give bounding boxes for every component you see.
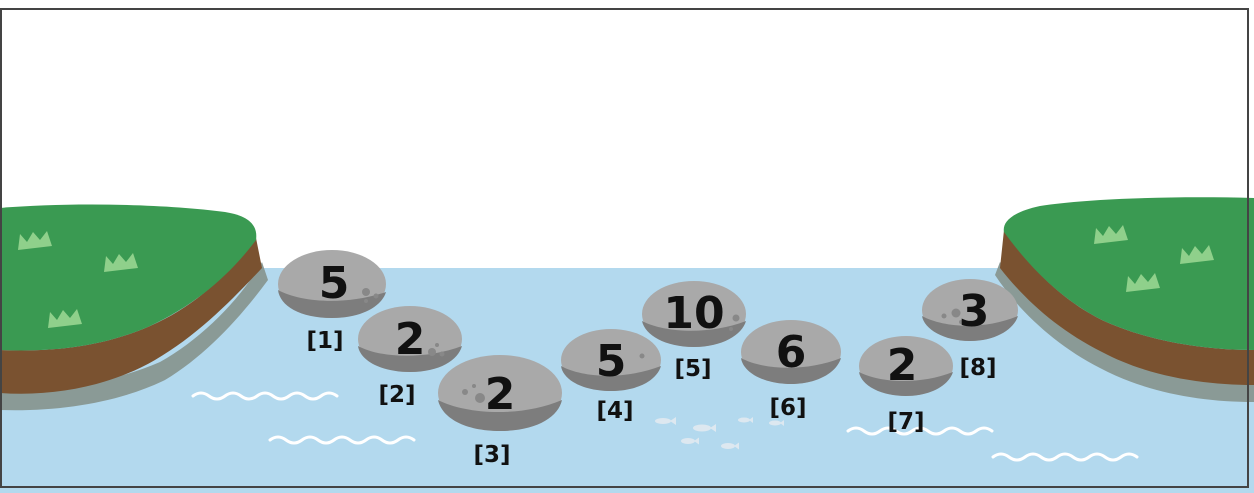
stone-value: 3 [959, 286, 990, 337]
right-bank-shadow [995, 262, 1254, 402]
stone-value: 5 [319, 258, 350, 309]
stone-index-label: [6] [769, 395, 806, 421]
grass-tuft-icon [1094, 225, 1128, 244]
stone-shadow [859, 372, 953, 396]
stone-spot [364, 299, 368, 303]
stone-shadow [642, 321, 746, 347]
stone-shadow [278, 290, 386, 318]
fish-school [655, 417, 784, 450]
stone-spot [435, 343, 439, 347]
grass-tuft-icon [18, 231, 52, 250]
stone-value: 10 [663, 288, 724, 339]
stone-spot [373, 293, 379, 299]
wave [846, 426, 994, 436]
stone-spot [362, 288, 370, 296]
stone-5: 10 [5] [642, 281, 746, 382]
stone-shadow [358, 346, 462, 372]
stone-spot [475, 393, 485, 403]
stone-index-label: [4] [596, 398, 633, 424]
waves [191, 391, 1139, 462]
left-bank-earth [0, 238, 262, 394]
stone-6: 6 [6] [741, 320, 841, 421]
stone-index-label: [3] [473, 442, 510, 468]
wave [191, 391, 339, 401]
stone-3: 2 [3] [438, 355, 562, 468]
stone-index-label: [5] [674, 356, 711, 382]
stone-value: 6 [776, 327, 807, 378]
stone-4: 5 [4] [561, 329, 661, 424]
stone-spot [941, 313, 947, 319]
stone-index-label: [8] [959, 355, 996, 381]
stone-value: 5 [596, 336, 627, 387]
stone-index-label: [2] [378, 382, 415, 408]
right-bank-grass [1003, 197, 1254, 350]
stone-spot [732, 314, 740, 322]
fish-icon [681, 437, 699, 445]
stone-spot [639, 353, 645, 359]
fish-icon [655, 417, 676, 425]
stone-spot [951, 308, 961, 318]
stone-1: 5 [1] [278, 250, 386, 354]
stone-spot [729, 327, 733, 331]
wave [991, 452, 1139, 462]
stone-shadow [741, 358, 841, 384]
stone-spot [439, 351, 445, 357]
right-bank-earth [1000, 230, 1254, 385]
grass-tuft-icon [104, 253, 138, 272]
stone-index-label: [7] [887, 409, 924, 435]
stone-8: 3 [8] [922, 279, 1018, 381]
stone-spot [472, 384, 476, 388]
left-bank-shadow [0, 262, 268, 411]
fish-icon [769, 420, 784, 426]
fish-icon [693, 424, 716, 432]
fish-icon [721, 442, 739, 450]
stepping-stones: 5 [1] 2 [2] 2 [3] 5 [4] [278, 250, 1018, 468]
stone-value: 2 [395, 314, 426, 365]
stone-shadow [438, 400, 562, 431]
stone-spot [428, 348, 436, 356]
frame-border [0, 8, 1249, 488]
grass-tuft-icon [1126, 273, 1160, 292]
stone-shadow [922, 316, 1018, 341]
grass-tufts [18, 225, 1214, 328]
right-river-bank [995, 197, 1254, 402]
stone-7: 2 [7] [859, 336, 953, 435]
wave [268, 435, 416, 445]
stone-value: 2 [485, 369, 516, 420]
stone-spot [462, 389, 468, 395]
grass-tuft-icon [48, 309, 82, 328]
grass-tuft-icon [1180, 245, 1214, 264]
stone-index-label: [1] [306, 328, 343, 354]
stone-value: 2 [887, 340, 918, 391]
stone-spot [959, 320, 963, 324]
stone-shadow [561, 366, 661, 391]
fish-icon [738, 417, 753, 423]
stone-2: 2 [2] [358, 306, 462, 408]
